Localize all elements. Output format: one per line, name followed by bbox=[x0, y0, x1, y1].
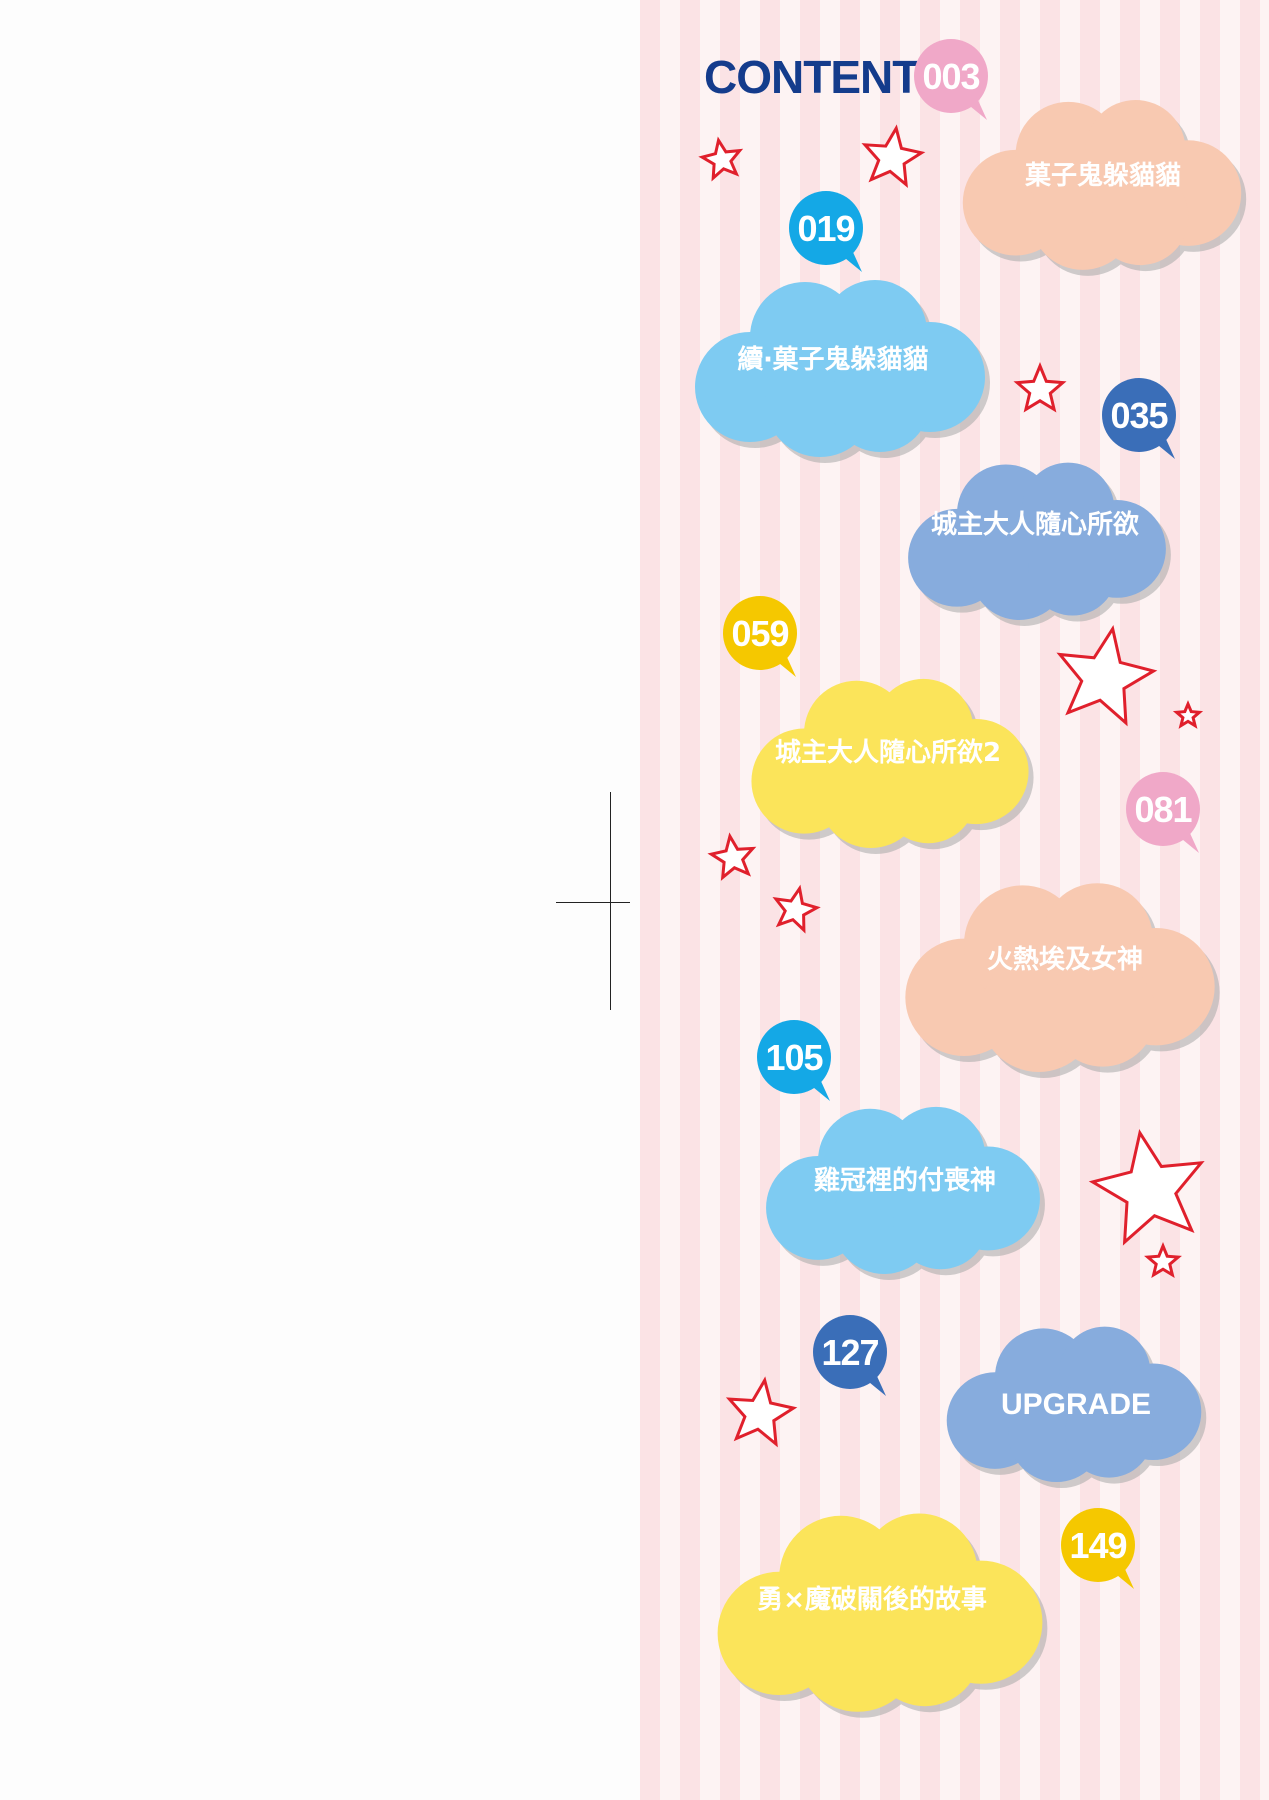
toc-entry-title[interactable]: 續‧菓子鬼躲貓貓 bbox=[737, 344, 928, 375]
badge-circle bbox=[813, 1315, 887, 1389]
cloud-shape bbox=[908, 462, 1166, 620]
badge-circle bbox=[914, 39, 988, 113]
star-icon bbox=[1056, 624, 1158, 727]
page-number-badge: 127 bbox=[813, 1315, 887, 1396]
contents-heading: CONTENTS bbox=[704, 51, 950, 103]
page-number: 059 bbox=[731, 613, 788, 654]
star-icon bbox=[1088, 1129, 1205, 1246]
cloud-shape bbox=[905, 883, 1215, 1072]
page-number-badge: 059 bbox=[723, 596, 797, 677]
toc-entry[interactable]: 勇×魔破關後的故事 149 bbox=[717, 1508, 1135, 1718]
toc-entry-title[interactable]: 菓子鬼躲貓貓 bbox=[1024, 160, 1181, 191]
toc-entry-title[interactable]: 勇×魔破關後的故事 bbox=[757, 1584, 987, 1615]
crop-mark-horizontal bbox=[556, 902, 630, 903]
badge-circle bbox=[789, 191, 863, 265]
contents-page-background bbox=[640, 0, 1269, 1800]
toc-entry[interactable]: 城主大人隨心所欲2 059 bbox=[723, 596, 1034, 854]
toc-entry[interactable]: UPGRADE 127 bbox=[813, 1315, 1207, 1488]
toc-entry[interactable]: 雞冠裡的付喪神 105 bbox=[757, 1020, 1045, 1280]
toc-entry-title[interactable]: 雞冠裡的付喪神 bbox=[813, 1165, 996, 1196]
toc-entry[interactable]: 菓子鬼躲貓貓 003 bbox=[914, 39, 1247, 276]
badge-circle bbox=[1102, 378, 1176, 452]
badge-circle bbox=[1061, 1508, 1135, 1582]
blank-left-page bbox=[0, 0, 640, 1800]
page-number: 019 bbox=[797, 208, 854, 249]
page-number: 105 bbox=[765, 1037, 823, 1078]
toc-entry[interactable]: 火熱埃及女神 081 bbox=[905, 772, 1220, 1078]
toc-entry-list: 菓子鬼躲貓貓 003 續‧菓子鬼躲貓貓 019 城主大人隨心所欲 035 城主大人隨心所欲2… bbox=[695, 39, 1247, 1718]
badge-circle bbox=[757, 1020, 831, 1094]
star-icon bbox=[1013, 362, 1067, 413]
star-decorations bbox=[698, 124, 1205, 1448]
page-number-badge: 003 bbox=[914, 39, 988, 120]
page-number: 035 bbox=[1110, 395, 1168, 436]
page-number: 127 bbox=[821, 1332, 878, 1373]
page-number-badge: 105 bbox=[757, 1020, 831, 1101]
page-number: 081 bbox=[1134, 789, 1192, 830]
badge-circle bbox=[723, 596, 797, 670]
star-icon bbox=[1172, 700, 1204, 729]
star-icon bbox=[1144, 1242, 1182, 1279]
toc-entry[interactable]: 續‧菓子鬼躲貓貓 019 bbox=[695, 191, 990, 463]
toc-entry[interactable]: 城主大人隨心所欲 035 bbox=[908, 378, 1176, 626]
page-number-badge: 019 bbox=[789, 191, 863, 272]
toc-entry-title[interactable]: 城主大人隨心所欲 bbox=[931, 510, 1139, 540]
page-number: 003 bbox=[922, 56, 979, 97]
crop-mark-vertical bbox=[610, 792, 611, 1010]
page-number-badge: 149 bbox=[1061, 1508, 1135, 1589]
star-icon bbox=[772, 884, 821, 934]
page-number-badge: 081 bbox=[1126, 772, 1200, 853]
star-icon bbox=[725, 1376, 798, 1448]
toc-entry-title[interactable]: UPGRADE bbox=[1001, 1388, 1151, 1421]
star-icon bbox=[698, 136, 744, 182]
toc-entry-title[interactable]: 城主大人隨心所欲2 bbox=[775, 738, 1001, 768]
page-number: 149 bbox=[1069, 1525, 1126, 1566]
page-number-badge: 035 bbox=[1102, 378, 1176, 459]
badge-circle bbox=[1126, 772, 1200, 846]
star-icon bbox=[861, 124, 926, 188]
star-icon bbox=[707, 832, 757, 881]
contents-title: CONTENTS bbox=[704, 51, 949, 103]
toc-entry-title[interactable]: 火熱埃及女神 bbox=[987, 944, 1143, 975]
